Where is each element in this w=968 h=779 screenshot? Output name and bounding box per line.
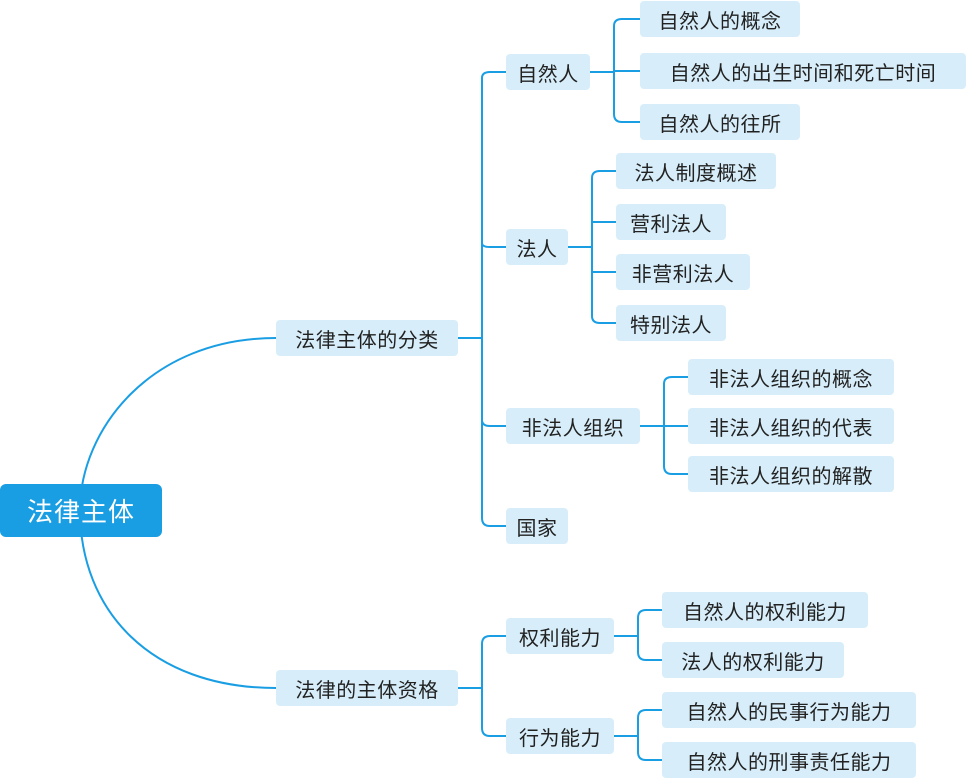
node-legal-person-rights-capacity[interactable]: 法人的权利能力 <box>662 642 844 678</box>
node-natural-person-concept[interactable]: 自然人的概念 <box>640 1 800 37</box>
connector-root-to-classification <box>79 337 277 511</box>
node-state[interactable]: 国家 <box>506 508 568 544</box>
node-legal-person-overview[interactable]: 法人制度概述 <box>616 153 776 189</box>
node-unincorporated-dissolution[interactable]: 非法人组织的解散 <box>688 456 894 492</box>
node-for-profit-legal-person[interactable]: 营利法人 <box>616 204 726 240</box>
node-natural-person-birth-death[interactable]: 自然人的出生时间和死亡时间 <box>640 53 966 89</box>
node-natural-person-domicile[interactable]: 自然人的往所 <box>640 104 800 140</box>
node-nonprofit-legal-person[interactable]: 非营利法人 <box>616 254 750 290</box>
node-legal-subject-qualification[interactable]: 法律的主体资格 <box>276 670 458 706</box>
node-legal-person[interactable]: 法人 <box>506 229 568 265</box>
node-unincorporated-representative[interactable]: 非法人组织的代表 <box>688 408 894 444</box>
node-unincorporated-organization[interactable]: 非法人组织 <box>506 408 640 444</box>
connector-natural-person-bracket <box>589 18 641 123</box>
connector-classification-bracket <box>457 71 507 527</box>
node-conduct-capacity[interactable]: 行为能力 <box>506 718 614 754</box>
connector-root-to-qualification <box>79 509 277 689</box>
node-natural-person-criminal-responsibility[interactable]: 自然人的刑事责任能力 <box>662 742 916 778</box>
node-natural-person-civil-conduct-capacity[interactable]: 自然人的民事行为能力 <box>662 692 916 728</box>
node-natural-person[interactable]: 自然人 <box>506 54 590 90</box>
root-node[interactable]: 法律主体 <box>0 484 162 537</box>
connector-unincorporated-bracket <box>639 376 689 475</box>
node-legal-subject-classification[interactable]: 法律主体的分类 <box>276 320 458 356</box>
connector-rights-capacity-bracket <box>613 609 663 661</box>
node-special-legal-person[interactable]: 特别法人 <box>616 305 726 341</box>
node-natural-person-rights-capacity[interactable]: 自然人的权利能力 <box>662 592 868 628</box>
node-rights-capacity[interactable]: 权利能力 <box>506 618 614 654</box>
connector-legal-person-bracket <box>567 170 617 324</box>
connector-qualification-bracket <box>457 635 507 737</box>
node-unincorporated-concept[interactable]: 非法人组织的概念 <box>688 359 894 395</box>
connector-conduct-capacity-bracket <box>613 709 663 761</box>
